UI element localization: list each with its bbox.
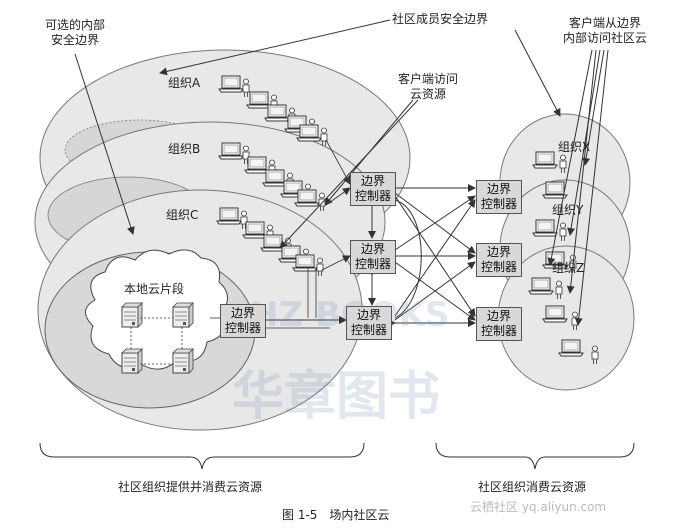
server-icon-3 (121, 348, 143, 374)
border-controller-z: 边界控制器 (476, 307, 522, 341)
org-c-label: 组织C (166, 208, 199, 222)
local-cloud-label: 本地云片段 (124, 282, 185, 296)
left-group-label: 社区组织提供并消费云资源 (118, 480, 263, 494)
org-y-label: 组织Y (552, 203, 584, 217)
server-icon-2 (172, 302, 194, 328)
border-controller-y: 边界控制器 (476, 243, 522, 277)
org-b-label: 组织B (168, 142, 201, 156)
client-access-label: 客户端访问 云资源 (397, 72, 458, 101)
org-a-label: 组织A (168, 76, 201, 90)
figure-caption: 图 1-5 场内社区云 (282, 508, 390, 522)
watermark-site: 云栖社区 yq.aliyun.com (470, 500, 607, 514)
server-links (130, 317, 183, 365)
border-controller-c: 边界控制器 (346, 306, 392, 340)
border-controller-local: 边界控制器 (220, 304, 266, 338)
member-boundary-label: 社区成员安全边界 (392, 12, 489, 26)
annotation-arrows (74, 19, 609, 326)
optional-boundary-label: 可选的内部 安全边界 (44, 18, 105, 47)
client-from-boundary-label: 客户端从边界 内部访问社区云 (562, 16, 647, 45)
right-group-label: 社区组织消费云资源 (478, 480, 587, 494)
server-icon-4 (172, 348, 194, 374)
org-z-label: 组织Z (552, 261, 585, 275)
watermark-brand: 华章图书 (232, 367, 441, 427)
group-braces (39, 442, 635, 470)
server-icon-1 (121, 302, 143, 328)
border-controller-a: 边界控制器 (350, 172, 396, 206)
border-controller-x: 边界控制器 (476, 180, 522, 214)
border-controller-b: 边界控制器 (350, 240, 396, 274)
org-x-label: 组织X (558, 140, 591, 154)
controller-links (259, 184, 476, 327)
